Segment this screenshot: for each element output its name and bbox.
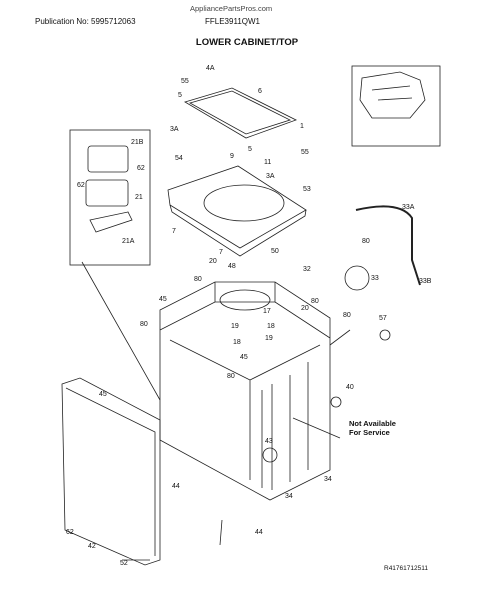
callout: 1: [300, 123, 304, 130]
callout: 45: [159, 296, 167, 303]
callout: 20: [209, 258, 217, 265]
callout: 3A: [266, 173, 275, 180]
callout: 19: [231, 323, 239, 330]
callout: 34: [324, 476, 332, 483]
front-panel: [61, 377, 161, 566]
callout: 9: [230, 153, 234, 160]
callout: 17: [263, 308, 271, 315]
callout: 33: [371, 275, 379, 282]
callout: 62: [77, 182, 85, 189]
callout: 48: [228, 263, 236, 270]
callout: 40: [346, 384, 354, 391]
callout: 5: [248, 146, 252, 153]
callout: 80: [194, 276, 202, 283]
publication-number: Publication No: 5995712063: [35, 17, 136, 26]
callout: 33B: [419, 278, 432, 285]
callout: 80: [140, 321, 148, 328]
callout-labels: 55 5 4A 6 3A 1 9 5 55 11 54 3A 53 21B 62…: [66, 65, 432, 567]
callout: 21B: [131, 139, 144, 146]
callout: 18: [267, 323, 275, 330]
callout: 54: [175, 155, 183, 162]
callout: 55: [181, 78, 189, 85]
callout: 55: [301, 149, 309, 156]
model-number: FFLE3911QW1: [205, 17, 260, 26]
callout: 32: [303, 266, 311, 273]
callout: 80: [311, 298, 319, 305]
not-available-note: Not Available For Service: [349, 419, 396, 437]
inset-box-21: [69, 129, 151, 266]
callout: 62: [137, 165, 145, 172]
note-line-2: For Service: [349, 428, 390, 437]
callout: 21A: [122, 238, 135, 245]
callout: 5: [178, 92, 182, 99]
callout: 3A: [170, 126, 179, 133]
callout: 80: [362, 238, 370, 245]
callout: 45: [240, 354, 248, 361]
callout: 44: [172, 483, 180, 490]
reference-code: R41761712511: [384, 565, 428, 572]
page-title: LOWER CABINET/TOP: [195, 37, 299, 48]
callout: 20: [301, 305, 309, 312]
cabinet-frame: [159, 281, 331, 501]
callout: 19: [265, 335, 273, 342]
note-line-1: Not Available: [349, 419, 396, 428]
callout: 80: [343, 312, 351, 319]
callout: 52: [120, 560, 128, 567]
callout: 21: [135, 194, 143, 201]
callout: 34: [285, 493, 293, 500]
callout: 57: [379, 315, 387, 322]
callout: 42: [88, 543, 96, 550]
callout: 7: [172, 228, 176, 235]
hose: [355, 205, 421, 286]
callout: 4A: [206, 65, 215, 72]
callout: 7: [219, 249, 223, 256]
callout: 6: [258, 88, 262, 95]
callout: 11: [264, 159, 271, 166]
callout: 53: [303, 186, 311, 193]
watermark: AppliancePartsPros.com: [190, 4, 273, 13]
top-panel: [167, 165, 307, 249]
callout: 33A: [402, 204, 415, 211]
callout: 50: [271, 248, 279, 255]
callout: 44: [255, 529, 263, 536]
callout: 43: [265, 438, 273, 445]
callout: 18: [233, 339, 241, 346]
callout: 62: [66, 529, 74, 536]
top-lid: [184, 87, 298, 139]
callout: 45: [99, 391, 107, 398]
callout: 80: [227, 373, 235, 380]
inset-box-30: [351, 65, 441, 147]
